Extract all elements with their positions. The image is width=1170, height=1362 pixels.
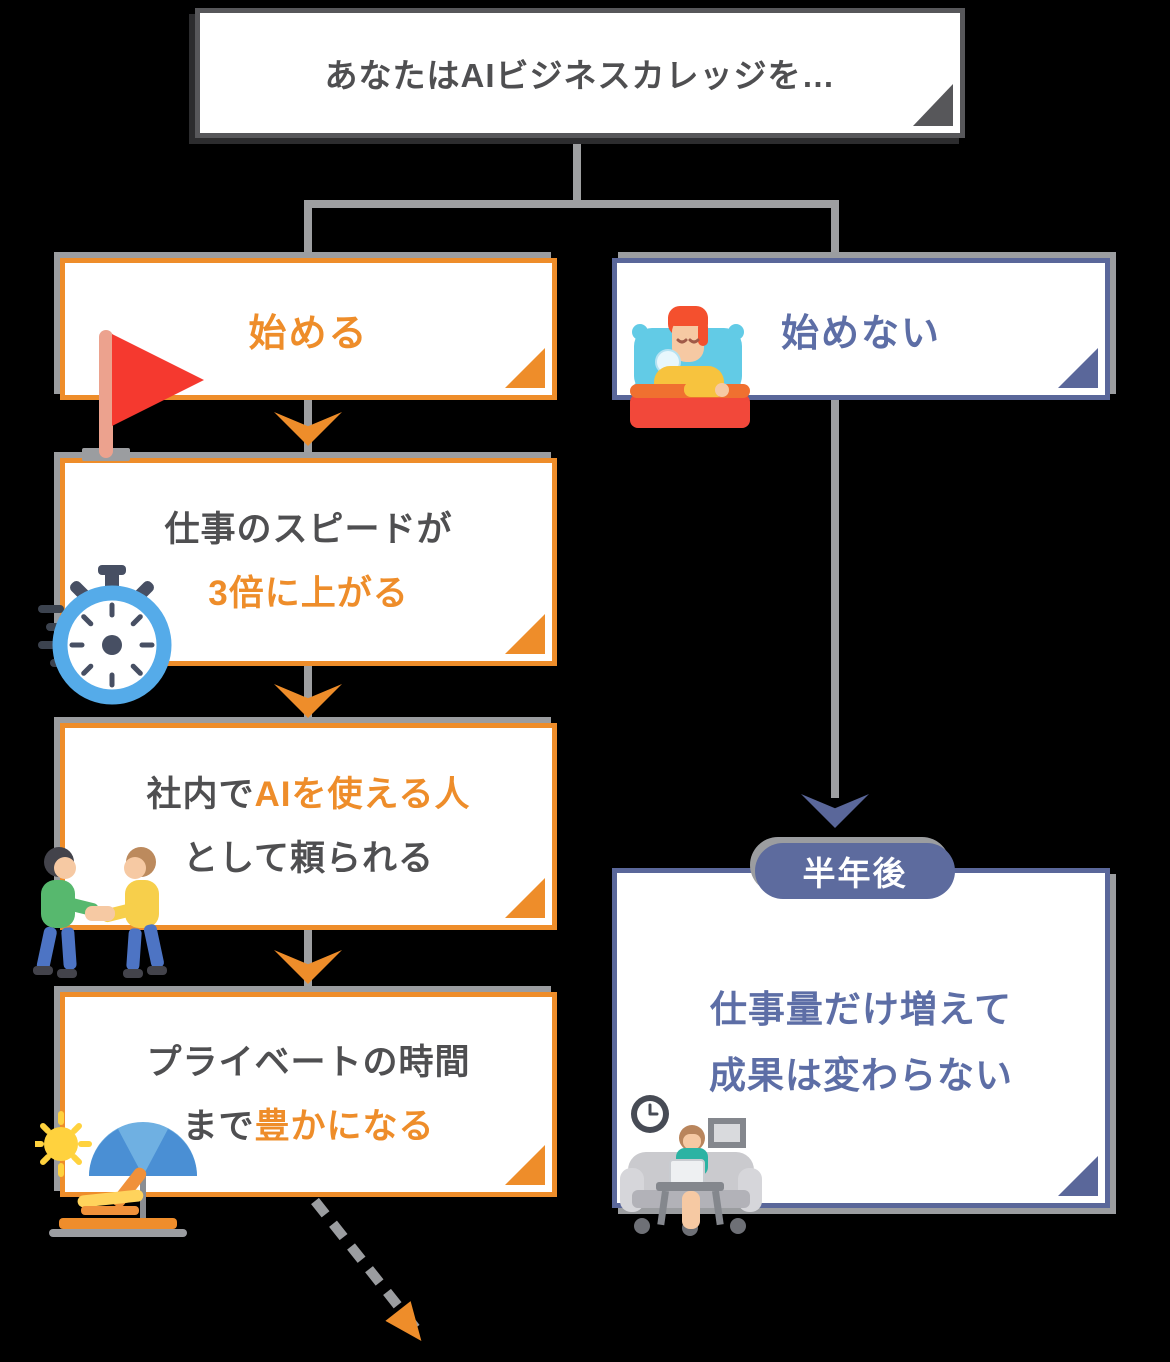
corner-fold [913,84,953,126]
title-text: あなたはAIビジネスカレッジを… [324,57,836,94]
connector-step2 [304,664,312,725]
corner-fold [1058,348,1098,388]
sleeping-icon [630,306,750,428]
badge-text: 半年後 [802,855,908,892]
result-text-line: 成果は変わらない [709,1055,1013,1096]
half-year-badge: 半年後 [755,843,955,899]
step-text-line: プライベートの時間 [146,1031,470,1095]
beach-icon [35,1111,197,1237]
connector-top-vertical [573,136,581,206]
corner-fold [1058,1156,1098,1196]
connector-right-drop [831,200,839,260]
flag-icon [82,330,204,461]
step-text-line: 社内でAIを使える人 [147,763,471,827]
arrow-down-icon [801,794,869,828]
start-box: 始める [60,258,557,400]
no-box: 始めない [612,258,1110,400]
text-segment: として頼られる [183,838,434,878]
result-text-line: 仕事量だけ増えて [709,989,1013,1030]
text-segment: 仕事のスピードが [164,510,453,549]
desk-work-icon [620,1095,762,1236]
text-segment: プライベートの時間 [146,1042,471,1082]
corner-fold [505,614,545,654]
handshake-icon [33,847,167,978]
step-text-line: 3倍に上がる [208,562,408,626]
text-segment: 豊かになる [254,1106,435,1146]
stopwatch-icon [38,565,172,705]
start-label: 始める [248,312,369,355]
no-label: 始めない [780,312,941,355]
title-box: あなたはAIビジネスカレッジを… [195,8,965,138]
text-segment: AIを使える人 [254,774,471,814]
step-text-line: 仕事のスピードが [164,498,452,562]
corner-fold [505,1145,545,1185]
connector-left-drop [304,200,312,260]
dashed-arrow-icon [311,1197,422,1341]
corner-fold [505,348,545,388]
connector-horizontal [304,200,839,208]
corner-fold [505,878,545,918]
text-segment: 社内で [146,774,255,814]
step-box-private-time: プライベートの時間 まで豊かになる [60,992,557,1197]
connector-no-branch [831,398,839,798]
text-segment: 3倍に上がる [208,574,409,613]
step-text-line: として頼られる [183,827,434,891]
connector-step3 [304,928,312,994]
text-segment: まで [182,1106,255,1146]
step-text-line: まで豊かになる [182,1095,434,1159]
